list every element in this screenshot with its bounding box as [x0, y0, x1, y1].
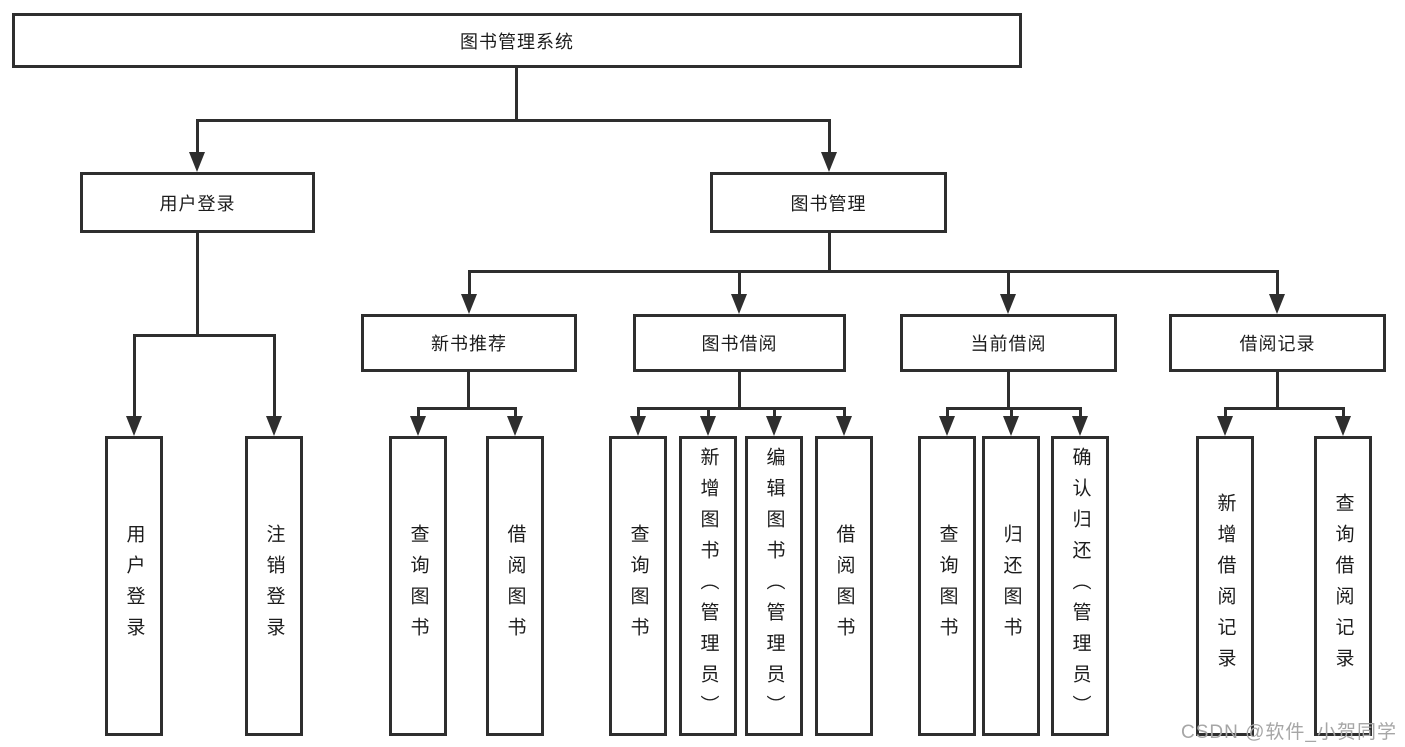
leaf-label: 查询借阅记录: [1332, 493, 1354, 679]
arrowhead-icon: [410, 416, 426, 436]
connector-drop-leaf: [946, 407, 949, 419]
node-label: 图书管理系统: [460, 31, 574, 52]
arrowhead-icon: [266, 416, 282, 436]
connector-root-down: [515, 68, 518, 121]
node-new-book-recommendation: 新书推荐: [361, 314, 577, 372]
connector-current-borrow-down: [1007, 372, 1010, 409]
leaf-query-books-recommend: 查询图书: [389, 436, 447, 736]
leaf-return-book: 归还图书: [982, 436, 1040, 736]
arrowhead-icon: [1072, 416, 1088, 436]
arrowhead-icon: [189, 152, 205, 172]
leaf-add-book-admin: 新增图书（管理员）: [679, 436, 737, 736]
arrowhead-icon: [700, 416, 716, 436]
connector-drop-leaf: [1224, 407, 1227, 419]
connector-drop-leaf: [707, 407, 710, 419]
leaf-label: 新增借阅记录: [1214, 493, 1236, 679]
arrowhead-icon: [461, 294, 477, 314]
connector-drop-leaf: [1342, 407, 1345, 419]
connector-book-borrow-rail: [637, 407, 846, 410]
leaf-confirm-return-admin: 确认归还（管理员）: [1051, 436, 1109, 736]
leaf-user-login: 用户登录: [105, 436, 163, 736]
node-borrowing-records: 借阅记录: [1169, 314, 1386, 372]
arrowhead-icon: [836, 416, 852, 436]
arrowhead-icon: [766, 416, 782, 436]
arrowhead-icon: [1335, 416, 1351, 436]
node-book-management: 图书管理: [710, 172, 947, 233]
node-label: 当前借阅: [970, 334, 1047, 354]
arrowhead-icon: [1217, 416, 1233, 436]
connector-drop-leaf: [133, 334, 136, 418]
connector-drop-user-login: [196, 119, 199, 155]
connector-user-login-down: [196, 233, 199, 336]
leaf-label: 借阅图书: [504, 524, 526, 648]
connector-new-book-rail: [417, 407, 517, 410]
leaf-label: 借阅图书: [833, 524, 855, 648]
leaf-label: 注销登录: [263, 524, 285, 648]
connector-drop-leaf: [417, 407, 420, 419]
connector-drop-leaf: [637, 407, 640, 419]
connector-drop-leaf: [514, 407, 517, 419]
node-label: 用户登录: [159, 193, 236, 214]
connector-drop-records: [1276, 270, 1279, 296]
arrowhead-icon: [821, 152, 837, 172]
leaf-query-books-borrow: 查询图书: [609, 436, 667, 736]
connector-drop-leaf: [273, 334, 276, 418]
arrowhead-icon: [1000, 294, 1016, 314]
leaf-label: 归还图书: [1000, 524, 1022, 648]
arrowhead-icon: [1003, 416, 1019, 436]
node-current-borrowing: 当前借阅: [900, 314, 1117, 372]
node-book-borrowing: 图书借阅: [633, 314, 846, 372]
connector-level3-rail: [468, 270, 1279, 273]
leaf-label: 新增图书（管理员）: [697, 446, 719, 726]
connector-drop-leaf: [843, 407, 846, 419]
connector-user-login-rail: [133, 334, 276, 337]
leaf-label: 查询图书: [407, 524, 429, 648]
connector-book-management-down: [828, 233, 831, 272]
leaf-borrow-books: 借阅图书: [815, 436, 873, 736]
leaf-label: 编辑图书（管理员）: [763, 446, 785, 726]
leaf-query-borrow-record: 查询借阅记录: [1314, 436, 1372, 736]
connector-drop-leaf: [1079, 407, 1082, 419]
connector-drop-current-borrow: [1007, 270, 1010, 296]
connector-records-rail: [1224, 407, 1345, 410]
leaf-add-borrow-record: 新增借阅记录: [1196, 436, 1254, 736]
arrowhead-icon: [630, 416, 646, 436]
connector-drop-book-management: [828, 119, 831, 155]
connector-book-borrow-down: [738, 372, 741, 409]
connector-level2-rail: [196, 119, 831, 122]
leaf-borrow-books-recommend: 借阅图书: [486, 436, 544, 736]
connector-drop-new-book: [468, 270, 471, 296]
connector-drop-leaf: [1010, 407, 1013, 419]
node-label: 图书管理: [790, 193, 867, 214]
arrowhead-icon: [1269, 294, 1285, 314]
arrowhead-icon: [939, 416, 955, 436]
leaf-label: 用户登录: [123, 524, 145, 648]
node-label: 新书推荐: [431, 334, 507, 354]
arrowhead-icon: [507, 416, 523, 436]
connector-current-borrow-rail: [946, 407, 1082, 410]
leaf-label: 查询图书: [936, 524, 958, 648]
leaf-logout: 注销登录: [245, 436, 303, 736]
node-label: 借阅记录: [1239, 334, 1316, 354]
leaf-edit-book-admin: 编辑图书（管理员）: [745, 436, 803, 736]
connector-drop-book-borrow: [738, 270, 741, 296]
connector-records-down: [1276, 372, 1279, 409]
node-label: 图书借阅: [701, 334, 778, 354]
node-user-login: 用户登录: [80, 172, 315, 233]
node-library-management-system: 图书管理系统: [12, 13, 1022, 68]
leaf-query-books-current: 查询图书: [918, 436, 976, 736]
connector-new-book-down: [467, 372, 470, 409]
connector-drop-leaf: [773, 407, 776, 419]
watermark: CSDN @软件_小贺同学: [1181, 722, 1397, 743]
leaf-label: 确认归还（管理员）: [1069, 446, 1091, 726]
leaf-label: 查询图书: [627, 524, 649, 648]
arrowhead-icon: [126, 416, 142, 436]
arrowhead-icon: [731, 294, 747, 314]
